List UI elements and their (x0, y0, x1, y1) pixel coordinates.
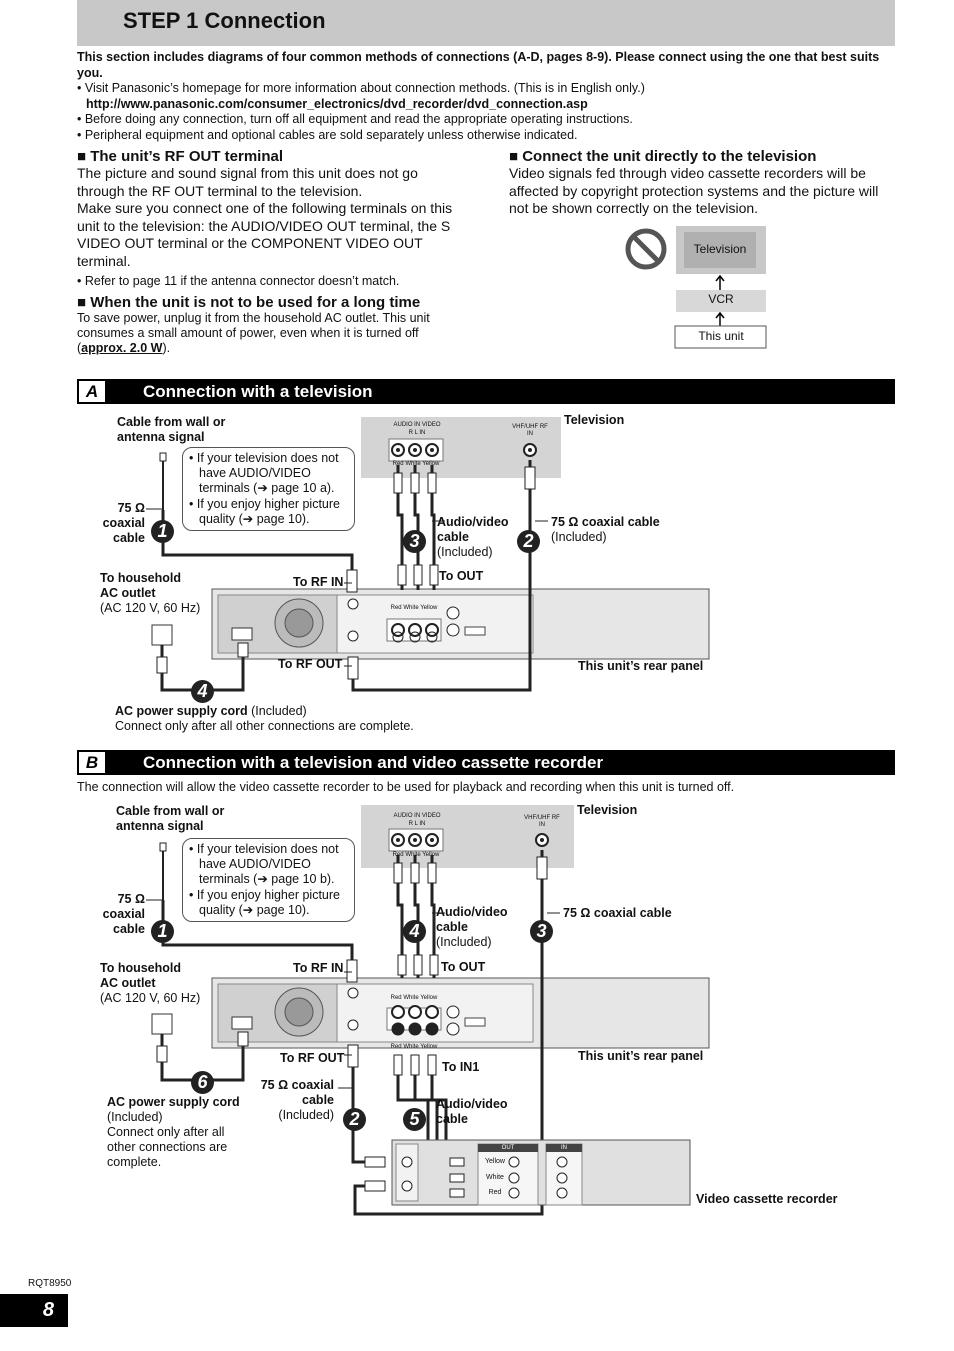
banner-b-letter: B (79, 752, 105, 773)
tv-a-rwy: Red White Yellow (392, 461, 440, 467)
tv-b-rwy: Red White Yellow (392, 852, 440, 858)
page-number: 8 (0, 1294, 68, 1327)
intro-bullet-2: • Before doing any connection, turn off … (77, 112, 633, 126)
a-step-4: 4 (191, 680, 214, 703)
intro-lead: This section includes diagrams of four c… (77, 50, 880, 80)
banner-a: A Connection with a television (77, 379, 895, 404)
banner-b-title: Connection with a television and video c… (143, 753, 604, 772)
banner-a-letter: A (79, 381, 105, 402)
a-to-rf-in: To RF IN (293, 575, 344, 589)
long-time-heading: ■ When the unit is not to be used for a … (77, 293, 421, 311)
b-step-6: 6 (191, 1071, 214, 1094)
a-to-rf-out: To RF OUT (278, 657, 343, 671)
a-note-1: • If your television does not have AUDIO… (189, 451, 339, 496)
intro-bullet-1: • Visit Panasonic’s homepage for more in… (77, 81, 645, 95)
vcr-red: Red (488, 1189, 502, 1196)
direct-unit-label: This unit (698, 329, 744, 343)
b-step-1: 1 (151, 920, 174, 943)
direct-section: ■ Connect the unit directly to the telev… (509, 148, 895, 218)
b-step-2: 2 (343, 1108, 366, 1131)
b-note-2: • If you enjoy higher picture quality (➔… (189, 887, 340, 917)
a-ac-cord: AC power supply cord (Included)Connect o… (115, 704, 414, 733)
b-step-4: 4 (403, 920, 426, 943)
tv-b-rf-label: VHF/UHF RF IN (524, 815, 560, 828)
b-step-5: 5 (403, 1108, 426, 1131)
rear-b-rwy: Red White Yellow (390, 995, 438, 1001)
b-step-3: 3 (530, 920, 553, 943)
tv-a-rl-label: R L IN (408, 430, 426, 436)
vcr-in-label: IN (561, 1145, 567, 1151)
diagram-b (146, 805, 710, 1216)
direct-tv-label: Television (693, 242, 747, 256)
intro-bullet-3: • Peripheral equipment and optional cabl… (77, 127, 578, 142)
b-note-box: • If your television does not have AUDIO… (182, 838, 355, 923)
rf-out-note: • Refer to page 11 if the antenna connec… (77, 273, 400, 288)
vcr-white: White (486, 1174, 504, 1181)
a-rear-label: This unit’s rear panel (578, 659, 704, 673)
long-time-text: To save power, unplug it from the househ… (77, 310, 430, 356)
b-to-out: To OUT (441, 960, 486, 974)
b-rear-label: This unit’s rear panel (578, 1049, 704, 1063)
vcr-yellow: Yellow (485, 1158, 505, 1165)
rear-a-rwy: Red White Yellow (390, 605, 438, 611)
a-note-2: • If you enjoy higher picture quality (➔… (189, 496, 340, 526)
b-to-in1: To IN1 (442, 1060, 480, 1074)
rf-out-p2: Make sure you connect one of the followi… (77, 200, 453, 269)
direct-diagram (625, 226, 767, 349)
tv-b-audio-label: AUDIO IN VIDEO (393, 813, 441, 819)
vcr-out-label: OUT (501, 1145, 515, 1151)
tv-a-audio-label: AUDIO IN VIDEO (393, 422, 441, 428)
title-bar: STEP 1 Connection (77, 0, 895, 46)
b-ac-cord: AC power supply cord(Included)Connect on… (107, 1095, 240, 1169)
direct-vcr-label: VCR (708, 292, 734, 306)
a-step-2: 2 (517, 530, 540, 553)
a-coax-right-label: 75 Ω coaxial cable(Included) (551, 515, 660, 544)
b-coax-right-label: 75 Ω coaxial cable (563, 906, 672, 920)
b-to-rf-in: To RF IN (293, 961, 344, 975)
b-intro: The connection will allow the video cass… (77, 780, 735, 794)
b-vcr-label: Video cassette recorder (696, 1192, 838, 1206)
rf-out-heading: ■ The unit’s RF OUT terminal (77, 148, 284, 165)
b-tv-label: Television (577, 803, 638, 817)
a-tv-label: Television (564, 413, 625, 427)
rf-out-section: ■ The unit’s RF OUT terminal The picture… (77, 148, 467, 356)
rf-out-p1: The picture and sound signal from this u… (77, 165, 418, 199)
a-to-out: To OUT (439, 569, 484, 583)
intro-text: This section includes diagrams of four c… (77, 50, 895, 143)
banner-a-title: Connection with a television (143, 382, 373, 401)
footer-code: RQT8950 (28, 1278, 72, 1289)
prohibit-icon (625, 228, 667, 270)
tv-b-rl-label: R L IN (408, 821, 426, 827)
a-step-3: 3 (403, 530, 426, 553)
banner-b: B Connection with a television and video… (77, 750, 895, 775)
b-note-1: • If your television does not have AUDIO… (189, 842, 339, 887)
a-note-box: • If your television does not have AUDIO… (182, 447, 355, 532)
rear-b-rwy-2: Red White Yellow (390, 1044, 438, 1050)
page-title: STEP 1 Connection (123, 8, 326, 33)
tv-a-rf-label: VHF/UHF RF IN (512, 424, 548, 437)
vcr-body (391, 1139, 691, 1206)
b-to-rf-out: To RF OUT (280, 1051, 345, 1065)
direct-heading: ■ Connect the unit directly to the telev… (509, 148, 817, 165)
direct-text: Video signals fed through video cassette… (509, 165, 879, 217)
a-step-1: 1 (151, 520, 174, 543)
intro-url[interactable]: http://www.panasonic.com/consumer_electr… (86, 96, 588, 111)
